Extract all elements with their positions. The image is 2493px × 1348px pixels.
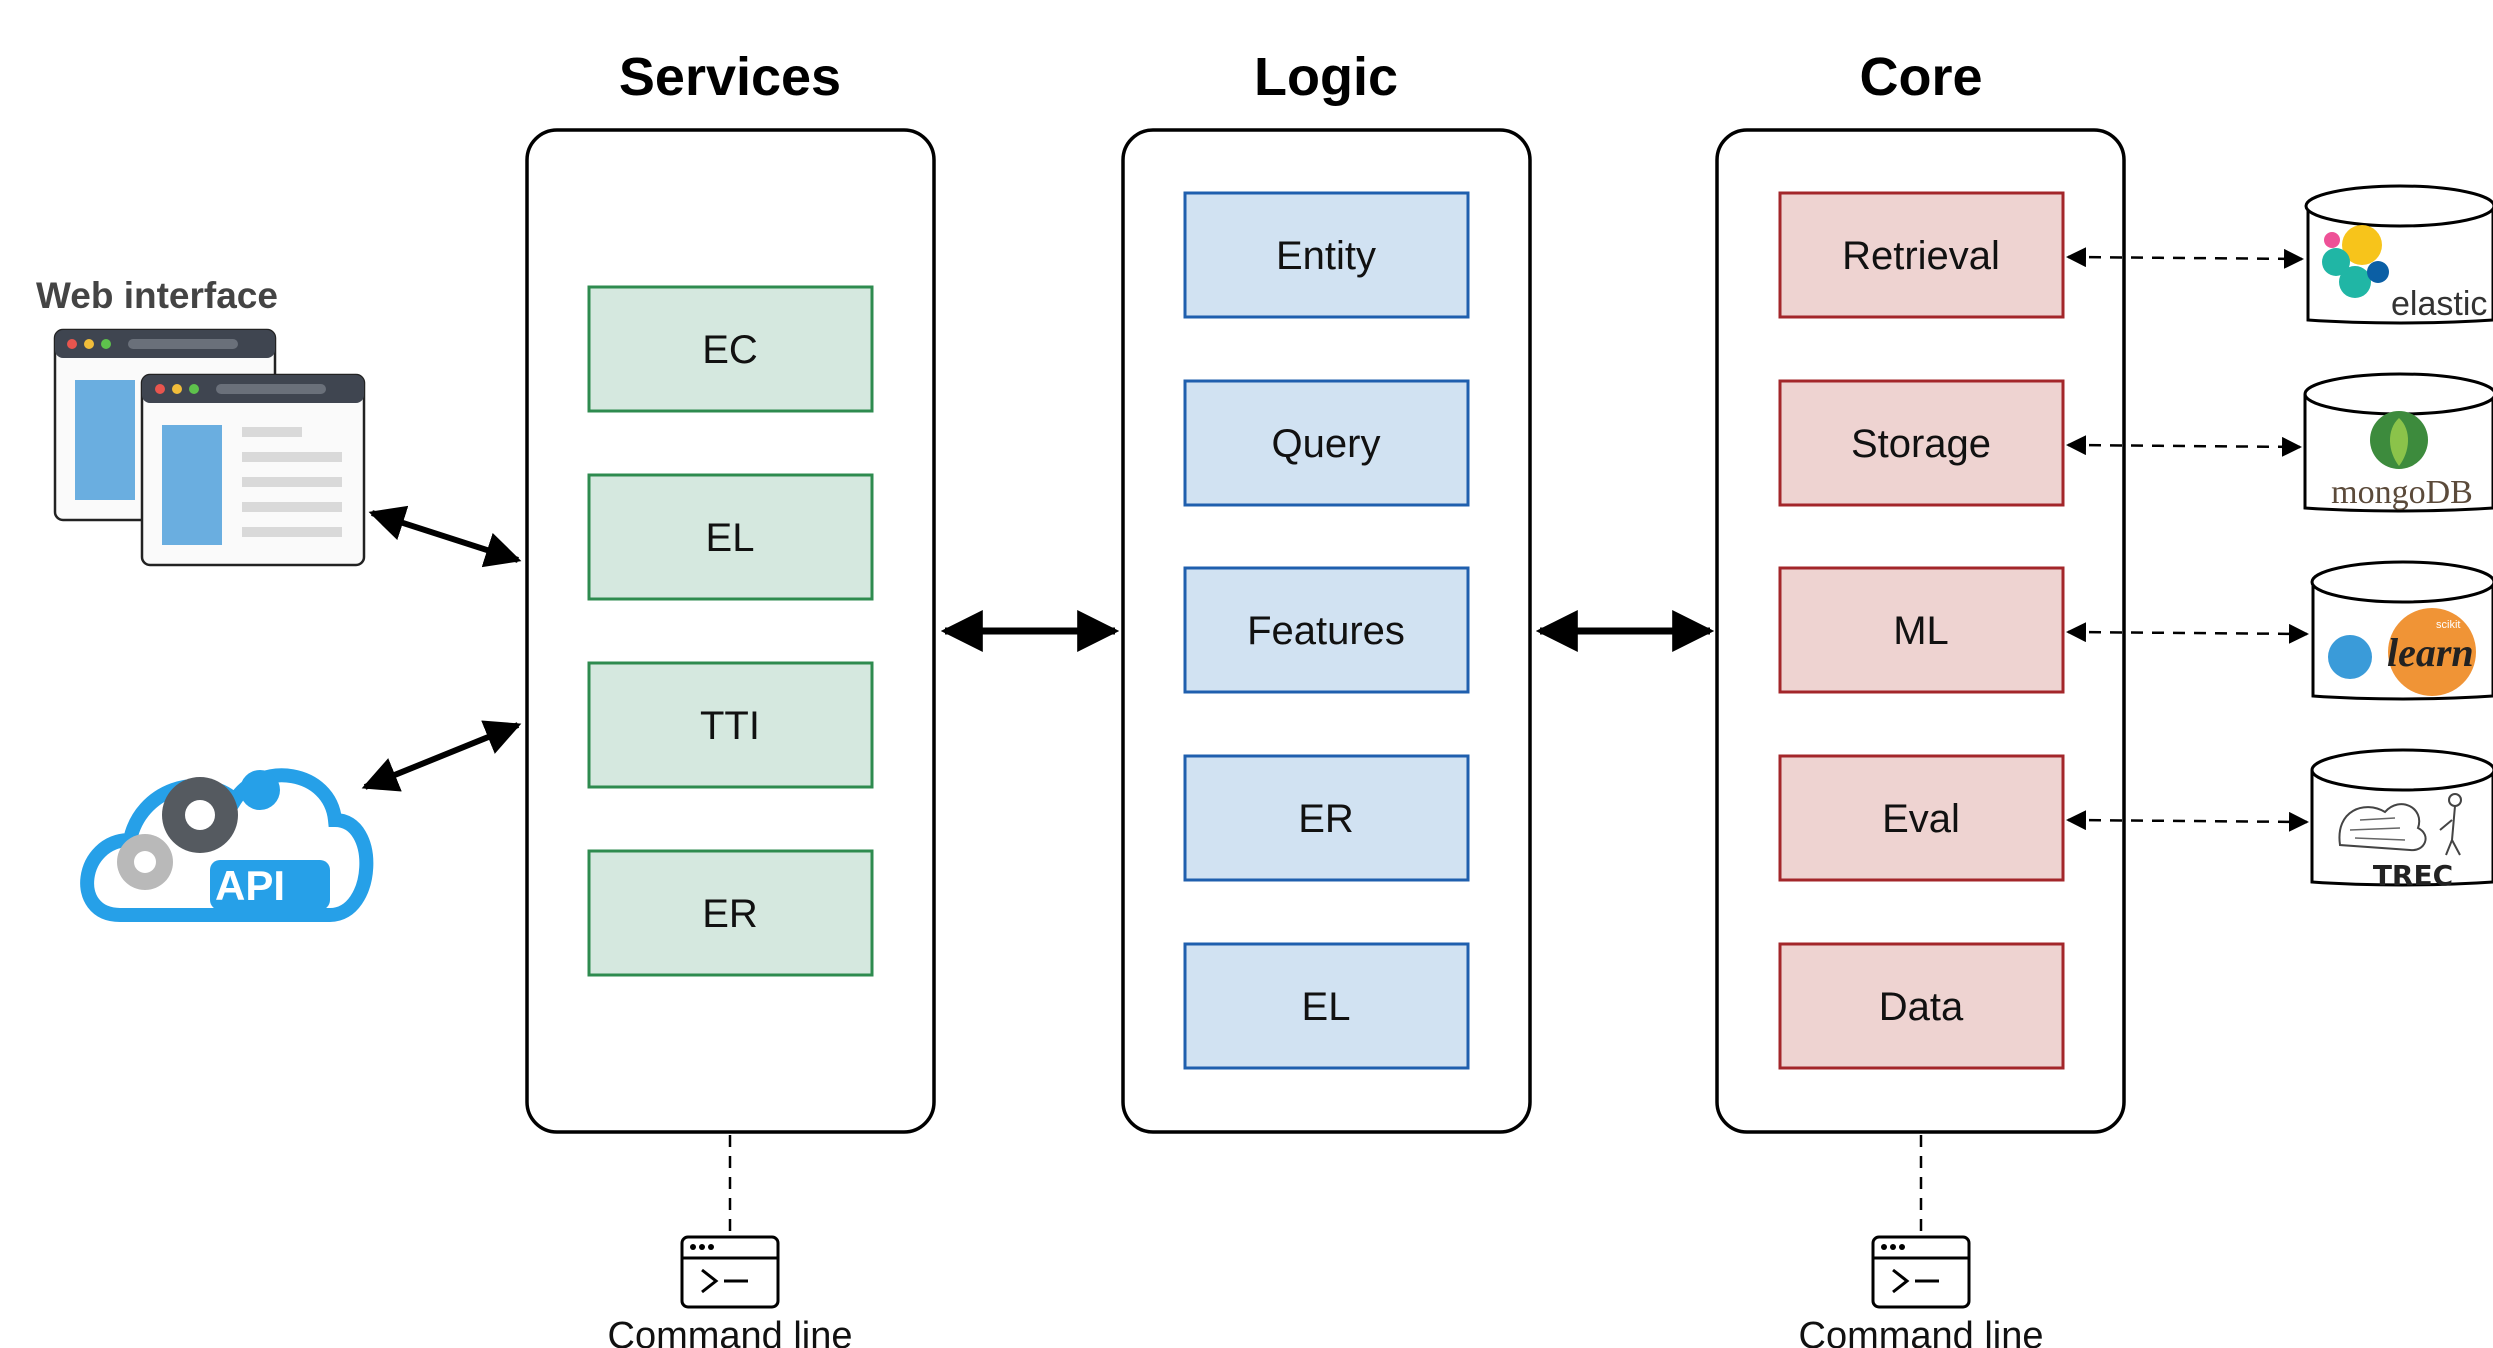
core-item-data: Data [1778,942,2065,1070]
core-item-label: ML [1893,609,1949,653]
services-item-label: ER [702,892,758,936]
mongodb-database: mongoDB [2303,372,2493,513]
core-title: Core [1859,47,1982,107]
retrieval-elastic-arrow [2066,247,2304,269]
logic-item-label: Features [1247,609,1405,653]
core-item-retrieval: Retrieval [1778,191,2065,319]
api-cloud-icon: API [80,768,374,922]
sklearn-database: scikit learn [2310,560,2493,701]
core-item-label: Storage [1851,422,1991,466]
trec-illustration-icon [2338,793,2462,856]
logic-item-entity: Entity [1183,191,1470,319]
services-item-tti: TTI [587,661,874,789]
trec-label: TREC [2373,859,2453,892]
logic-title: Logic [1254,47,1398,107]
services-item-label: TTI [700,704,760,748]
logic-item-er: ER [1183,754,1470,882]
services-panel [525,128,936,1134]
core-command-line-label: Command line [1799,1315,2044,1348]
logic-item-label: Query [1272,422,1381,466]
storage-mongodb-arrow [2066,435,2302,457]
services-item-label: EC [702,328,758,372]
core-item-ml: ML [1778,566,2065,694]
api-label: API [215,862,285,909]
services-item-er: ER [587,849,874,977]
mongodb-leaf-icon [2370,411,2428,469]
services-title: Services [619,47,841,107]
logic-item-label: EL [1302,985,1351,1029]
web-services-arrow [368,505,522,568]
ml-sklearn-arrow [2066,622,2309,644]
browser-window-icon [140,373,366,567]
logic-item-el: EL [1183,942,1470,1070]
services-command-line-label: Command line [608,1315,853,1348]
core-item-storage: Storage [1778,379,2065,507]
sklearn-logo-icon [2328,608,2476,696]
trec-database: TREC [2310,748,2493,892]
core-item-label: Retrieval [1842,234,2000,278]
core-item-eval: Eval [1778,754,2065,882]
sklearn-small-label: scikit [2436,619,2460,631]
elastic-logo-icon [2322,225,2389,298]
logic-item-features: Features [1183,566,1470,694]
logic-item-label: ER [1298,797,1354,841]
elastic-database: elastic [2304,184,2493,325]
sklearn-label: learn [2387,630,2474,675]
terminal-icon [680,1235,780,1309]
services-item-el: EL [587,473,874,601]
logic-item-label: Entity [1276,234,1376,278]
mongodb-label: mongoDB [2331,474,2473,511]
elastic-label: elastic [2391,285,2487,323]
web-interface-label: Web interface [36,275,278,316]
services-item-ec: EC [587,285,874,413]
terminal-icon [1871,1235,1971,1309]
logic-item-query: Query [1183,379,1470,507]
core-item-label: Data [1879,985,1964,1029]
services-item-label: EL [706,516,755,560]
eval-trec-arrow [2066,810,2309,832]
api-services-arrow [361,720,522,792]
core-item-label: Eval [1882,797,1960,841]
